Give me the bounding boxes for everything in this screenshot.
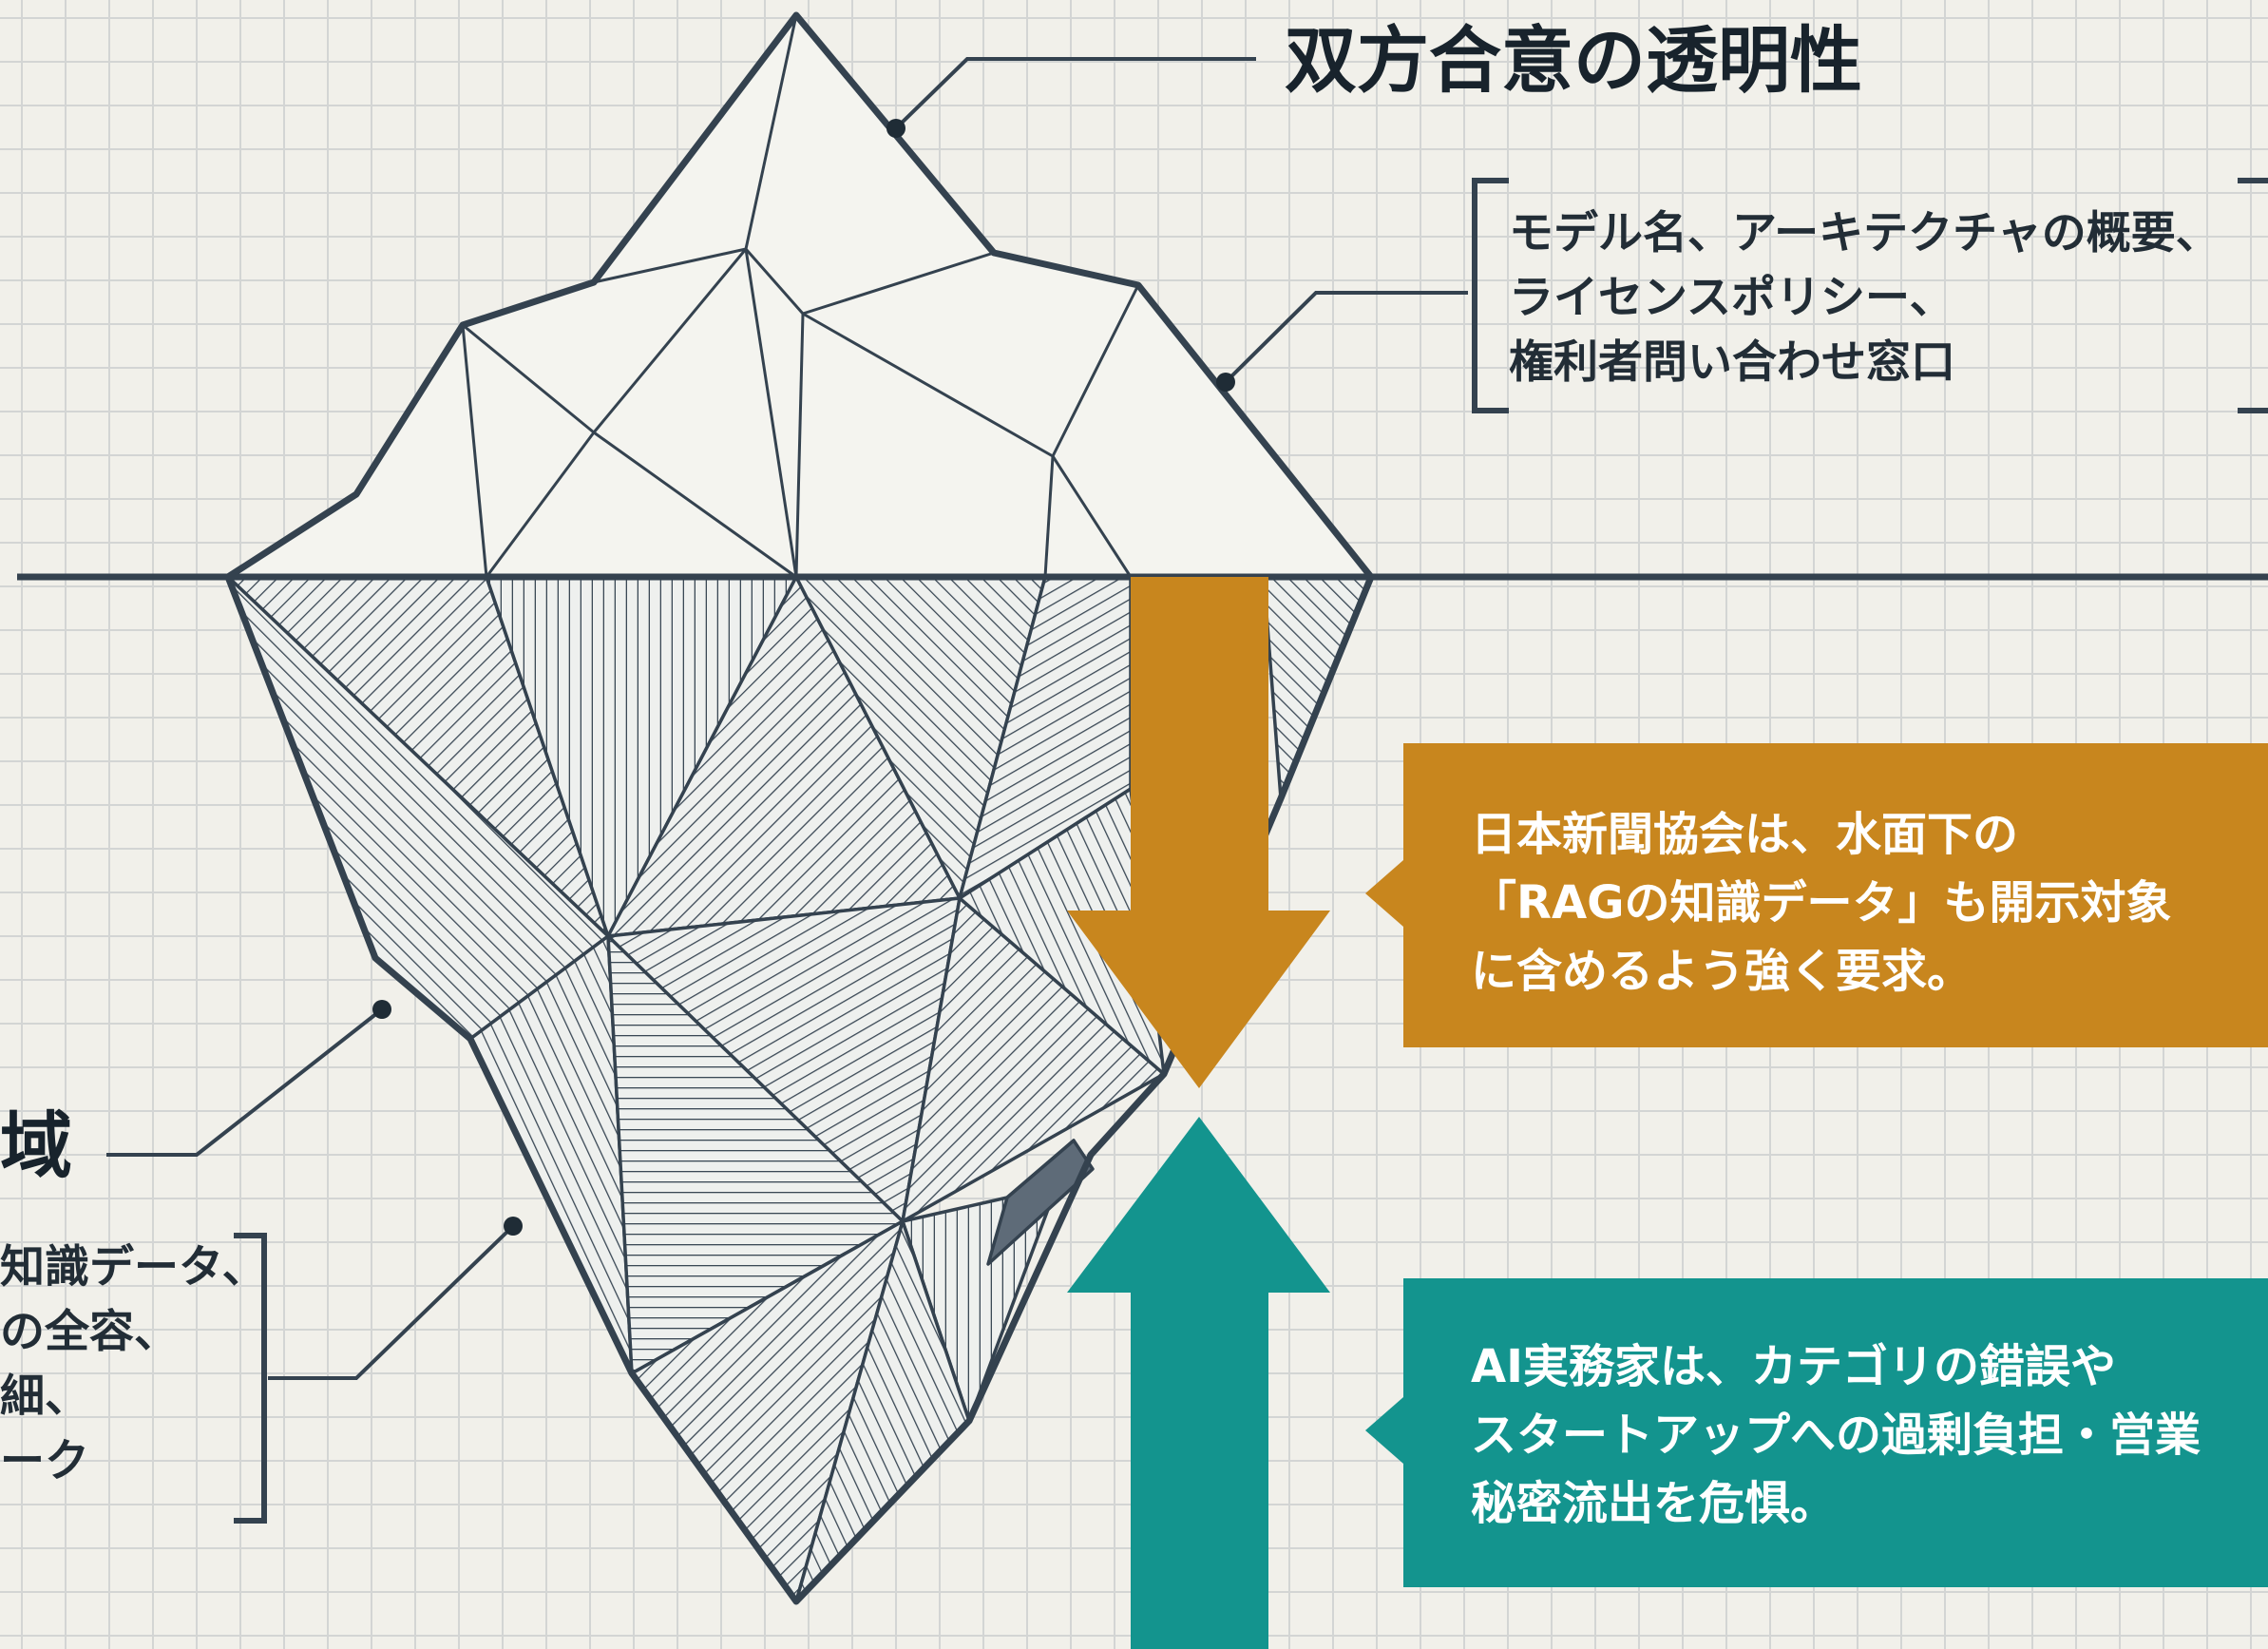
callout-line: スタートアップへの過剰負担・営業 xyxy=(1471,1409,2201,1462)
iceberg-tip xyxy=(228,14,1371,579)
iceberg-outline xyxy=(224,11,1375,1605)
callout-line: 秘密流出を危惧。 xyxy=(1471,1477,1837,1530)
hidden-area-line: 細、 xyxy=(0,1371,89,1423)
surface-disclosure-line: 権利者問い合わせ窓口 xyxy=(1509,336,1955,389)
ai-practitioners-box xyxy=(1365,1278,2268,1587)
page-title: 双方合意の透明性 xyxy=(1285,18,1862,103)
callout-line: 「RAGの知識データ」も開示対象 xyxy=(1471,876,2172,930)
iceberg-submerged xyxy=(226,575,1373,1603)
callout-line: 日本新聞協会は、水面下の xyxy=(1471,808,2019,861)
hidden-area-line: ーク xyxy=(0,1435,89,1487)
leader-dots xyxy=(372,119,1235,1236)
up-arrow xyxy=(1067,1117,1330,1649)
press-association-box xyxy=(1365,743,2268,1047)
hidden-area-line: 知識データ、 xyxy=(0,1241,267,1294)
ai-practitioners-callout: AI実務家は、カテゴリの錯誤や スタートアップへの過剰負担・営業 秘密流出を危惧… xyxy=(1471,1333,2201,1538)
surface-disclosure-line: モデル名、アーキテクチャの概要、 xyxy=(1509,207,2220,259)
hidden-area-line: の全容、 xyxy=(0,1306,179,1358)
surface-disclosure-line: ライセンスポリシー、 xyxy=(1509,272,1954,324)
brackets xyxy=(234,178,2268,1524)
callout-line: に含めるよう強く要求。 xyxy=(1471,945,1973,998)
surface-disclosure-list: モデル名、アーキテクチャの概要、 ライセンスポリシー、 権利者問い合わせ窓口 xyxy=(1509,201,2220,395)
hidden-area-title: 域 xyxy=(0,1103,72,1188)
callout-line: AI実務家は、カテゴリの錯誤や xyxy=(1471,1340,2117,1393)
leader-lines xyxy=(106,57,1468,1380)
press-association-callout: 日本新聞協会は、水面下の 「RAGの知識データ」も開示対象 に含めるよう強く要求… xyxy=(1471,800,2172,1006)
down-arrow xyxy=(1067,577,1330,1088)
hidden-area-list: 知識データ、 の全容、 細、 ーク xyxy=(0,1236,267,1494)
